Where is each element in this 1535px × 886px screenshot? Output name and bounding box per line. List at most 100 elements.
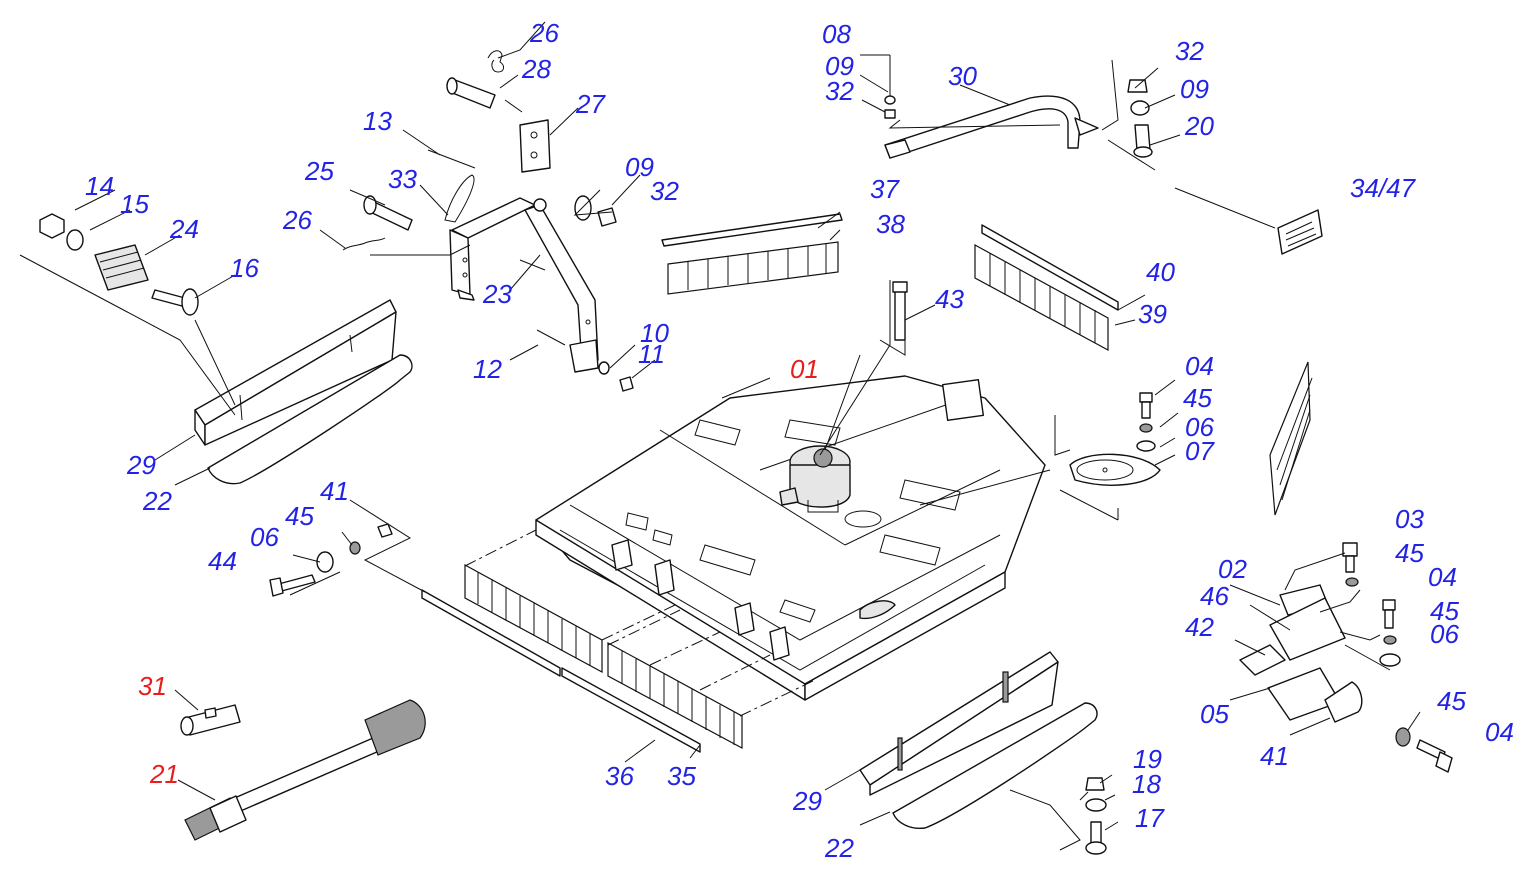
label-29-right: 29	[792, 786, 822, 816]
label-04-upper: 04	[1185, 351, 1214, 381]
leader-lines	[19, 21, 1421, 851]
stack-32-09-20	[1127, 79, 1153, 158]
front-flap-right	[561, 641, 743, 753]
label-20: 20	[1184, 111, 1214, 141]
label-46: 46	[1200, 581, 1229, 611]
washer-06-right	[1379, 653, 1401, 667]
label-26-left: 26	[282, 205, 312, 235]
label-17: 17	[1135, 803, 1165, 833]
label-31: 31	[138, 671, 167, 701]
part-42	[1239, 644, 1286, 676]
left-skid	[207, 354, 413, 485]
label-15: 15	[120, 189, 149, 219]
pin-25	[363, 195, 413, 231]
left-side-plate	[194, 299, 397, 446]
label-43: 43	[935, 284, 964, 314]
label-38: 38	[876, 209, 905, 239]
bolt-44	[269, 574, 316, 597]
washer-45-03	[1345, 577, 1359, 587]
label-30: 30	[948, 61, 977, 91]
label-19: 19	[1133, 744, 1162, 774]
side-flap-vertical	[1269, 361, 1313, 516]
decal-34-47	[1277, 209, 1323, 255]
label-03: 03	[1395, 504, 1424, 534]
label-26-top: 26	[529, 18, 559, 48]
bolt-04-right	[1382, 599, 1396, 629]
washer-06-upper	[1136, 440, 1156, 452]
cover-plate-07	[1069, 453, 1161, 486]
label-32-left: 32	[825, 76, 854, 106]
label-06-right: 06	[1430, 619, 1459, 649]
bracket-05	[1267, 667, 1341, 721]
lynch-pin-33	[444, 174, 475, 223]
hitch-bracket-27	[519, 119, 551, 173]
nut-11	[619, 376, 634, 392]
bolt-04-upper	[1139, 392, 1153, 419]
washer-45-left	[349, 541, 361, 555]
bolt-12	[536, 329, 566, 346]
front-flap-left	[421, 563, 603, 677]
label-09-left: 09	[825, 51, 854, 81]
label-08: 08	[822, 19, 851, 49]
label-42: 42	[1185, 612, 1214, 642]
bracket-46	[1269, 597, 1346, 661]
label-45-right: 45	[1430, 596, 1459, 626]
label-04-bottom: 04	[1485, 717, 1514, 747]
label-24: 24	[169, 214, 199, 244]
r-clip-26-top	[487, 50, 504, 73]
label-02: 02	[1218, 554, 1247, 584]
safety-shield-31	[180, 704, 241, 736]
label-07: 07	[1185, 436, 1215, 466]
label-09-right: 09	[1180, 74, 1209, 104]
washer-06-left	[316, 551, 334, 573]
label-06-upper: 06	[1185, 412, 1214, 442]
label-04-right: 04	[1428, 562, 1457, 592]
label-13: 13	[363, 106, 392, 136]
pto-shaft-21	[184, 699, 426, 841]
bracket-41-right	[1324, 681, 1363, 723]
hitch-pin-28	[446, 77, 496, 109]
label-10: 10	[640, 318, 669, 348]
label-18: 18	[1132, 769, 1161, 799]
label-32-hitch: 32	[650, 176, 679, 206]
right-skid	[892, 702, 1098, 830]
chain-26	[342, 237, 386, 251]
bolt-08-stack	[884, 55, 896, 119]
a-frame-hitch	[449, 197, 599, 373]
label-45-upper: 45	[1183, 383, 1212, 413]
label-29-left: 29	[126, 450, 156, 480]
label-34-47: 34/47	[1350, 173, 1417, 203]
pin-13	[427, 149, 476, 169]
label-16: 16	[230, 253, 259, 283]
washer-nut-09-32	[574, 195, 617, 227]
washer-45-bottom	[1395, 727, 1411, 747]
washer-45-upper	[1139, 423, 1153, 433]
label-12: 12	[473, 354, 502, 384]
label-35: 35	[667, 761, 696, 791]
bolt-16	[151, 288, 199, 316]
washer-18	[1085, 798, 1107, 812]
label-27: 27	[575, 89, 606, 119]
rear-flap-38	[661, 213, 843, 295]
part-labels: 01 02 03 04 04 04 05 06 06 06 07 08 09 0…	[85, 18, 1514, 863]
side-flap-39	[974, 224, 1119, 352]
label-01: 01	[790, 354, 819, 384]
nut-41-left	[377, 523, 393, 538]
mower-deck	[535, 375, 1046, 701]
label-45-left: 45	[285, 501, 314, 531]
shaft-43	[892, 281, 908, 341]
label-41-right: 41	[1260, 741, 1289, 771]
label-25: 25	[304, 156, 334, 186]
label-39: 39	[1138, 299, 1167, 329]
washer-10	[598, 361, 610, 375]
link-arm-30	[884, 95, 1099, 159]
label-44: 44	[208, 546, 237, 576]
label-36: 36	[605, 761, 634, 791]
label-45-bottom: 45	[1437, 686, 1466, 716]
bolt-03	[1342, 542, 1358, 573]
label-11: 11	[638, 339, 665, 369]
label-22-left: 22	[142, 486, 172, 516]
label-40: 40	[1146, 257, 1175, 287]
label-33: 33	[388, 164, 417, 194]
